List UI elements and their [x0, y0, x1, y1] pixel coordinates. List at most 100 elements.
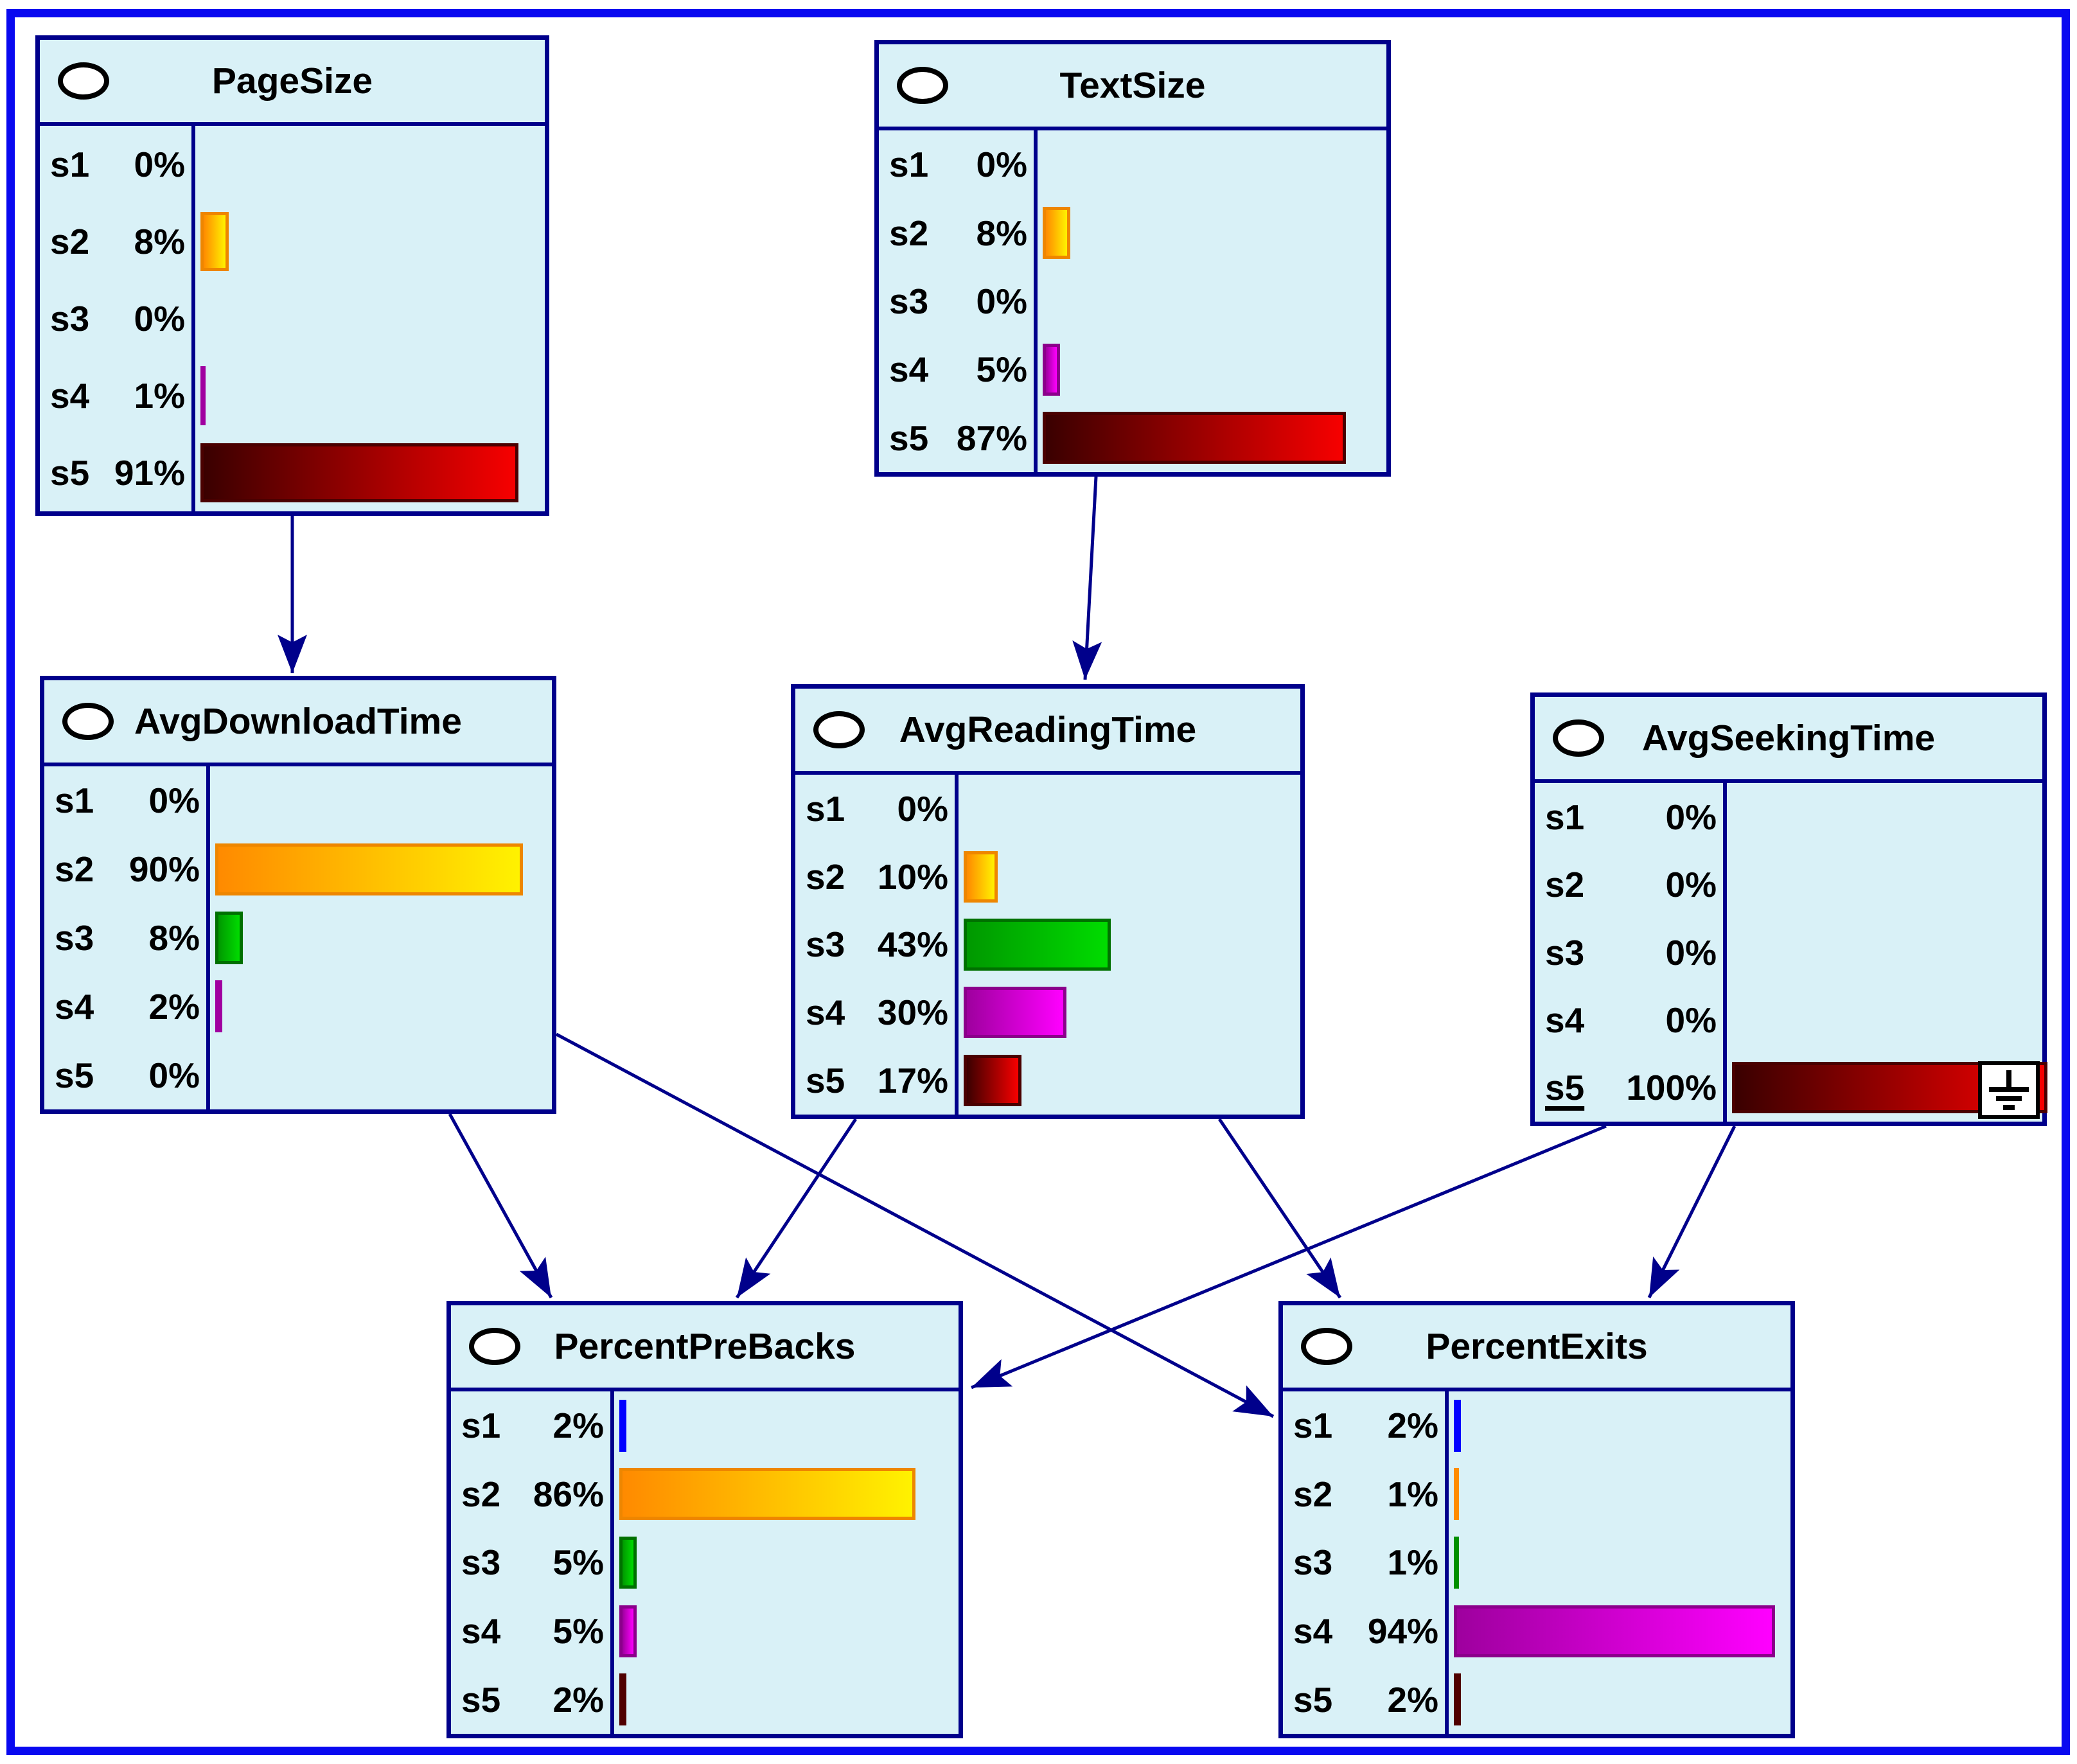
node-title: PercentPreBacks — [554, 1326, 856, 1367]
state-name: s5 — [889, 418, 929, 458]
state-name: s3 — [55, 917, 94, 958]
probability-bar — [1454, 1536, 1459, 1589]
state-name: s1 — [461, 1406, 501, 1446]
node-ellipse-icon — [469, 1328, 520, 1365]
state-name: s4 — [1293, 1611, 1333, 1652]
state-percent: 2% — [148, 986, 200, 1027]
node-ellipse-icon — [897, 67, 948, 104]
state-percent: 1% — [1387, 1474, 1439, 1514]
state-percent: 0% — [148, 1055, 200, 1095]
state-name: s4 — [1545, 1000, 1585, 1040]
state-percent: 91% — [114, 453, 185, 493]
state-name: s2 — [50, 222, 90, 261]
state-name: s5 — [461, 1679, 501, 1720]
node-title-bar: PageSize — [40, 40, 545, 126]
probability-bar — [964, 987, 1066, 1039]
state-percent: 0% — [148, 781, 200, 821]
node-ellipse-icon — [62, 703, 114, 740]
node-title: AvgReadingTime — [899, 709, 1197, 750]
state-percent: 87% — [956, 418, 1027, 458]
node-title-bar: PercentExits — [1283, 1305, 1790, 1391]
state-percent: 43% — [877, 924, 948, 965]
state-percent: 30% — [877, 992, 948, 1033]
probability-bar — [619, 1399, 626, 1452]
probability-bar — [1454, 1673, 1461, 1726]
probability-bars — [195, 126, 545, 511]
node-title-bar: PercentPreBacks — [451, 1305, 959, 1391]
probability-bar — [200, 212, 229, 271]
state-name: s1 — [806, 788, 845, 829]
state-percent: 1% — [134, 376, 186, 416]
state-percent: 17% — [877, 1061, 948, 1101]
probability-bar — [619, 1673, 626, 1726]
state-percent: 94% — [1367, 1611, 1438, 1652]
state-percent: 0% — [134, 145, 186, 184]
state-row: s1 2% — [451, 1391, 610, 1460]
probability-bar — [619, 1605, 637, 1657]
state-name: s2 — [461, 1474, 501, 1514]
node-title: PercentExits — [1426, 1326, 1648, 1367]
probability-bar — [215, 980, 222, 1033]
state-row: s1 0% — [795, 775, 955, 843]
state-row: s2 1% — [1283, 1460, 1445, 1529]
state-percent: 0% — [897, 788, 949, 829]
probability-bar — [964, 1054, 1021, 1107]
state-percent: 0% — [134, 299, 186, 339]
node-ellipse-icon — [1553, 719, 1604, 757]
state-name: s1 — [1293, 1406, 1333, 1446]
state-name: s2 — [1545, 865, 1585, 905]
state-row: s5 87% — [879, 404, 1034, 472]
state-name: s5 — [1293, 1679, 1333, 1720]
state-name: s1 — [50, 145, 90, 184]
probability-bars — [210, 766, 552, 1109]
probability-bar — [619, 1536, 637, 1589]
state-percent: 2% — [552, 1406, 605, 1446]
state-row: s4 94% — [1283, 1597, 1445, 1666]
state-name: s3 — [806, 924, 845, 965]
state-name: s4 — [806, 992, 845, 1033]
state-name: s2 — [1293, 1474, 1333, 1514]
state-percent: 5% — [976, 349, 1028, 390]
state-name: s4 — [461, 1611, 501, 1652]
state-name: s4 — [55, 986, 94, 1027]
node-title: AvgSeekingTime — [1641, 718, 1936, 759]
state-name: s1 — [889, 145, 929, 185]
state-percent: 90% — [128, 849, 200, 890]
state-name: s3 — [889, 281, 929, 322]
probability-bar — [1454, 1468, 1459, 1521]
state-name: s3 — [461, 1542, 501, 1583]
state-percent: 8% — [976, 213, 1028, 253]
probability-bar — [1454, 1399, 1461, 1452]
